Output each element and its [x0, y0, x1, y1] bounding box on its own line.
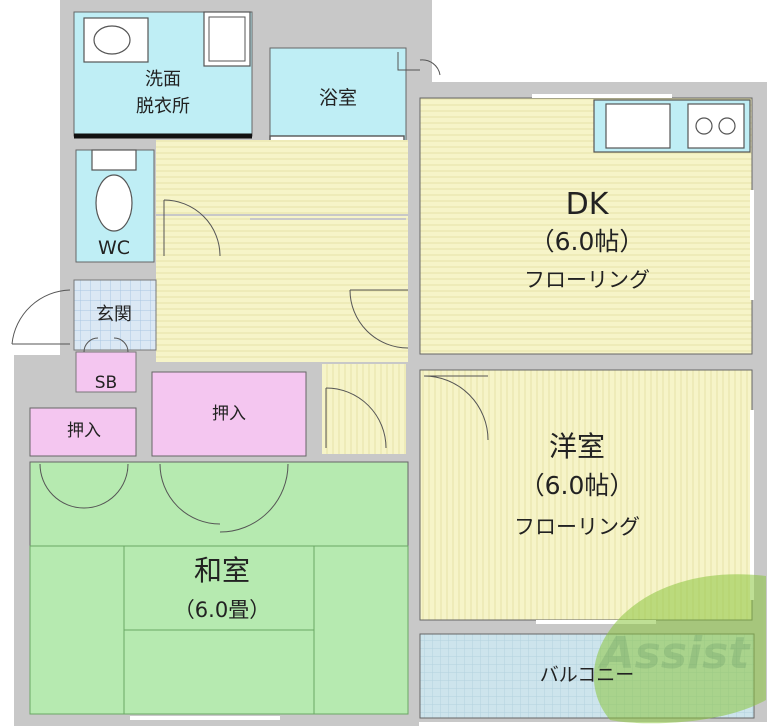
- shoe-box: [75, 351, 137, 393]
- bath-label: 浴室: [319, 87, 357, 109]
- dk-label: DK: [566, 187, 610, 222]
- washroom-label-line1: 洗面: [145, 69, 181, 90]
- shoebox-label: SB: [95, 373, 117, 393]
- western-size: （6.0帖）: [520, 471, 635, 500]
- hallway-lower: [322, 364, 406, 454]
- assist-logo-watermark: Assist: [593, 574, 766, 724]
- closet-right: [151, 371, 307, 457]
- kitchen-sink: [605, 103, 671, 149]
- toilet-bowl: [95, 174, 133, 232]
- toilet-tank: [91, 149, 137, 171]
- dk-size: （6.0帖）: [530, 227, 645, 256]
- closet-right-label: 押入: [212, 404, 246, 424]
- japanese-room: [29, 461, 409, 715]
- hallway: [156, 140, 408, 362]
- japanese-label: 和室: [194, 554, 250, 587]
- washing-machine-pan: [203, 11, 251, 67]
- balcony-label: バルコニー: [540, 664, 635, 686]
- dk-floor: フローリング: [524, 268, 650, 292]
- closet-left-label: 押入: [67, 421, 101, 441]
- western-label: 洋室: [549, 430, 605, 463]
- western-floor: フローリング: [514, 515, 640, 539]
- wash-basin: [83, 17, 149, 63]
- japanese-size: （6.0畳）: [174, 598, 270, 622]
- watermark-text: Assist: [598, 628, 752, 679]
- entrance-label: 玄関: [96, 304, 132, 325]
- closet-left: [29, 407, 137, 457]
- wc-label: WC: [98, 237, 130, 259]
- washroom-label-line2: 脱衣所: [136, 96, 190, 117]
